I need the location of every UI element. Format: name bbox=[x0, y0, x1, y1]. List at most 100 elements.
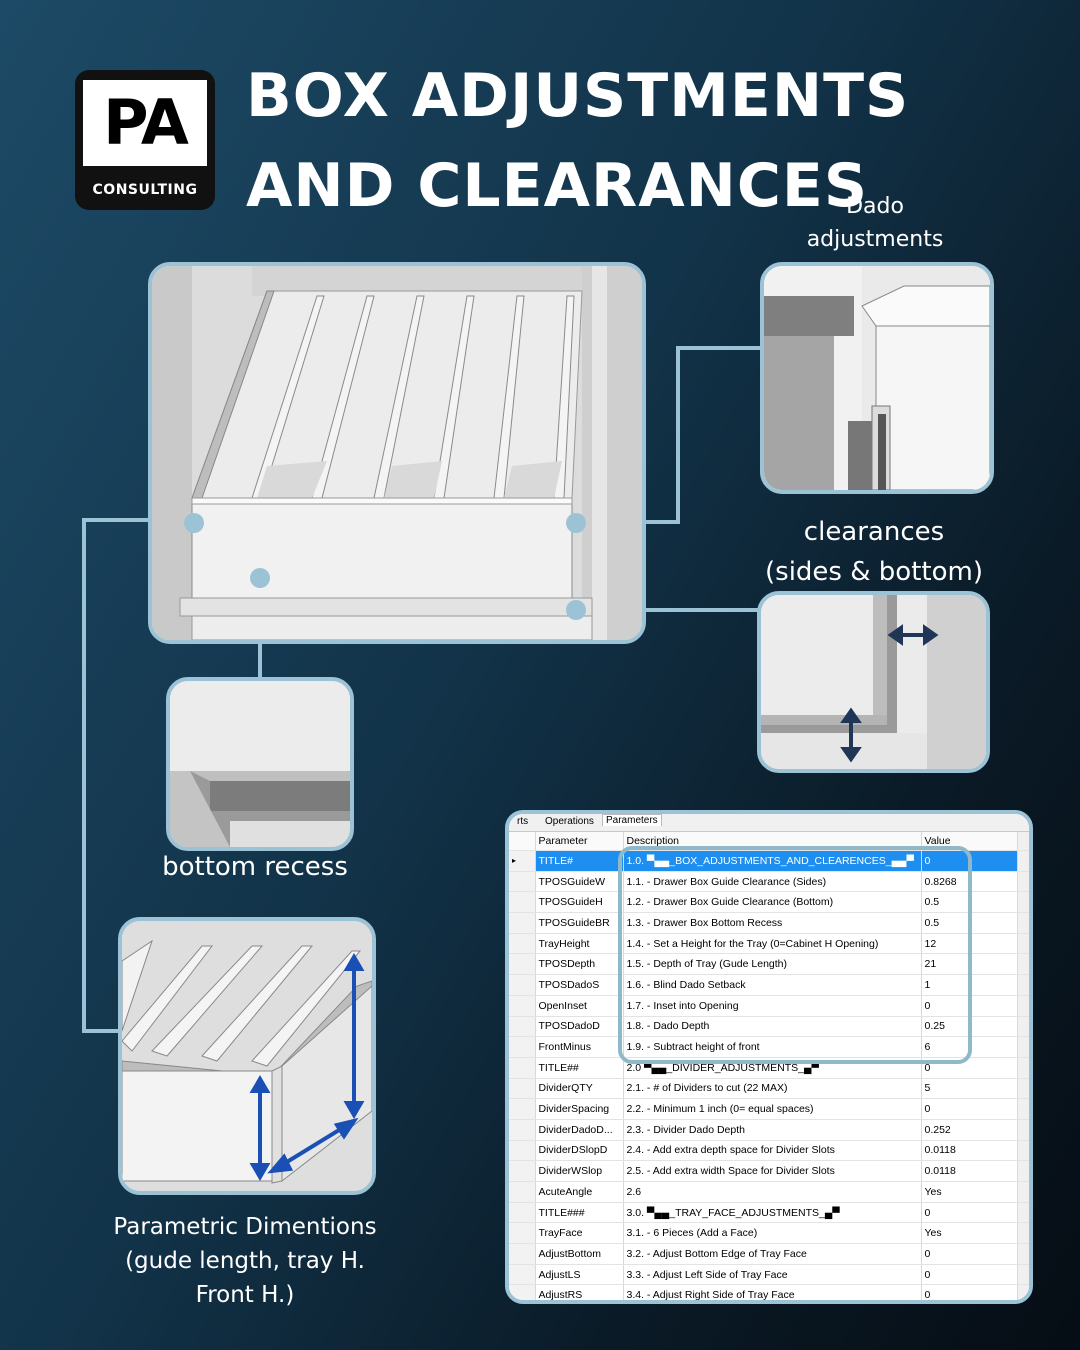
row-header bbox=[509, 1202, 536, 1224]
tab-parts[interactable]: rts bbox=[517, 816, 529, 827]
cell-description[interactable]: 1.7. - Inset into Opening bbox=[623, 995, 922, 1017]
scrollbar-cell[interactable] bbox=[1017, 1160, 1029, 1182]
cell-description[interactable]: 1.5. - Depth of Tray (Gude Length) bbox=[623, 953, 922, 976]
cell-parameter[interactable]: TPOSDadoS bbox=[535, 974, 624, 996]
cell-description[interactable]: 3.0. ▀▄▄_TRAY_FACE_ADJUSTMENTS_▄▀ bbox=[623, 1202, 922, 1224]
cell-description[interactable]: 1.0. ▀▄▄_BOX_ADJUSTMENTS_AND_CLEARENCES_… bbox=[623, 850, 922, 872]
cell-value[interactable]: 0.252 bbox=[921, 1119, 1018, 1141]
cell-value[interactable]: Yes bbox=[921, 1181, 1018, 1203]
table-row[interactable]: DividerDadoD...2.3. - Divider Dado Depth… bbox=[509, 1119, 1029, 1141]
scrollbar-cell[interactable] bbox=[1017, 891, 1029, 914]
scrollbar-cell[interactable] bbox=[1017, 1243, 1029, 1265]
callout-dot-clearance bbox=[566, 600, 586, 620]
scrollbar-cell[interactable] bbox=[1017, 1202, 1029, 1224]
cell-value[interactable]: Yes bbox=[921, 1222, 1018, 1245]
cell-value[interactable]: 0 bbox=[921, 1243, 1018, 1265]
cell-description[interactable]: 2.5. - Add extra width Space for Divider… bbox=[623, 1160, 922, 1182]
cell-parameter[interactable]: TPOSGuideBR bbox=[535, 912, 624, 934]
cell-value[interactable]: 5 bbox=[921, 1078, 1018, 1100]
cell-parameter[interactable]: DividerQTY bbox=[535, 1078, 624, 1100]
cell-description[interactable]: 1.8. - Dado Depth bbox=[623, 1016, 922, 1038]
scrollbar-cell[interactable] bbox=[1017, 974, 1029, 996]
scrollbar-cell[interactable] bbox=[1017, 871, 1029, 893]
cell-description[interactable]: 2.3. - Divider Dado Depth bbox=[623, 1119, 922, 1141]
cell-description[interactable]: 3.3. - Adjust Left Side of Tray Face bbox=[623, 1264, 922, 1286]
cell-description[interactable]: 2.2. - Minimum 1 inch (0= equal spaces) bbox=[623, 1098, 922, 1120]
cell-description[interactable]: 2.6 bbox=[623, 1181, 922, 1203]
cell-value[interactable]: 0 bbox=[921, 1098, 1018, 1120]
cell-parameter[interactable]: DividerDSlopD bbox=[535, 1140, 624, 1162]
cell-parameter[interactable]: AdjustRS bbox=[535, 1284, 624, 1300]
cell-parameter[interactable]: AdjustBottom bbox=[535, 1243, 624, 1265]
cell-parameter[interactable]: DividerWSlop bbox=[535, 1160, 624, 1182]
cell-description[interactable]: 2.1. - # of Dividers to cut (22 MAX) bbox=[623, 1078, 922, 1100]
cell-parameter[interactable]: DividerSpacing bbox=[535, 1098, 624, 1120]
cell-parameter[interactable]: TPOSDadoD bbox=[535, 1016, 624, 1038]
cell-parameter[interactable]: AcuteAngle bbox=[535, 1181, 624, 1203]
scrollbar-cell[interactable] bbox=[1017, 1264, 1029, 1286]
cell-parameter[interactable]: TITLE## bbox=[535, 1057, 624, 1079]
cell-description[interactable]: 1.3. - Drawer Box Bottom Recess bbox=[623, 912, 922, 934]
cell-parameter[interactable]: TPOSDepth bbox=[535, 953, 624, 976]
cell-value[interactable]: 0 bbox=[921, 1202, 1018, 1224]
scrollbar-cell[interactable] bbox=[1017, 1016, 1029, 1038]
cell-description[interactable]: 2.4. - Add extra depth space for Divider… bbox=[623, 1140, 922, 1162]
cell-parameter[interactable]: DividerDadoD... bbox=[535, 1119, 624, 1141]
connector-line bbox=[676, 346, 764, 350]
cell-parameter[interactable]: TrayFace bbox=[535, 1222, 624, 1245]
cell-value[interactable]: 0 bbox=[921, 1264, 1018, 1286]
scrollbar-cell[interactable] bbox=[1017, 1119, 1029, 1141]
scrollbar-cell[interactable] bbox=[1017, 1222, 1029, 1245]
scrollbar-cell[interactable] bbox=[1017, 1140, 1029, 1162]
scrollbar-cell[interactable] bbox=[1017, 1036, 1029, 1058]
tab-operations[interactable]: Operations bbox=[545, 816, 594, 827]
scrollbar-track[interactable] bbox=[1017, 832, 1029, 851]
cell-description[interactable]: 1.2. - Drawer Box Guide Clearance (Botto… bbox=[623, 891, 922, 914]
scrollbar-cell[interactable] bbox=[1017, 1078, 1029, 1100]
cell-description[interactable]: 1.4. - Set a Height for the Tray (0=Cabi… bbox=[623, 933, 922, 955]
cell-parameter[interactable]: OpenInset bbox=[535, 995, 624, 1017]
table-row[interactable]: TITLE###3.0. ▀▄▄_TRAY_FACE_ADJUSTMENTS_▄… bbox=[509, 1202, 1029, 1224]
scrollbar-cell[interactable] bbox=[1017, 912, 1029, 934]
table-row[interactable]: ▸TITLE#1.0. ▀▄▄_BOX_ADJUSTMENTS_AND_CLEA… bbox=[509, 850, 1029, 872]
cell-description[interactable]: 1.6. - Blind Dado Setback bbox=[623, 974, 922, 996]
cell-parameter[interactable]: AdjustLS bbox=[535, 1264, 624, 1286]
column-header-parameter[interactable]: Parameter bbox=[535, 832, 624, 851]
cell-parameter[interactable]: FrontMinus bbox=[535, 1036, 624, 1058]
cell-description[interactable]: 1.9. - Subtract height of front bbox=[623, 1036, 922, 1058]
cell-parameter[interactable]: TITLE### bbox=[535, 1202, 624, 1224]
cell-value[interactable]: 0.0118 bbox=[921, 1140, 1018, 1162]
tab-parameters[interactable]: Parameters bbox=[602, 814, 662, 826]
cell-description[interactable]: 3.1. - 6 Pieces (Add a Face) bbox=[623, 1222, 922, 1245]
cell-description[interactable]: 3.2. - Adjust Bottom Edge of Tray Face bbox=[623, 1243, 922, 1265]
cell-value[interactable]: 0 bbox=[921, 1284, 1018, 1300]
scrollbar-cell[interactable] bbox=[1017, 953, 1029, 976]
cell-description[interactable]: 3.4. - Adjust Right Side of Tray Face bbox=[623, 1284, 922, 1300]
cell-value[interactable]: 0.0118 bbox=[921, 1160, 1018, 1182]
cell-description[interactable]: 1.1. - Drawer Box Guide Clearance (Sides… bbox=[623, 871, 922, 893]
cell-parameter[interactable]: TPOSGuideH bbox=[535, 891, 624, 914]
cell-parameter[interactable]: TPOSGuideW bbox=[535, 871, 624, 893]
scrollbar-cell[interactable] bbox=[1017, 1284, 1029, 1300]
scrollbar-cell[interactable] bbox=[1017, 933, 1029, 955]
cell-parameter[interactable]: TrayHeight bbox=[535, 933, 624, 955]
scrollbar-cell[interactable] bbox=[1017, 1181, 1029, 1203]
cell-parameter[interactable]: TITLE# bbox=[535, 850, 624, 872]
scrollbar-cell[interactable] bbox=[1017, 1098, 1029, 1120]
scrollbar-cell[interactable] bbox=[1017, 995, 1029, 1017]
scrollbar-cell[interactable] bbox=[1017, 1057, 1029, 1079]
scrollbar-cell[interactable] bbox=[1017, 850, 1029, 872]
